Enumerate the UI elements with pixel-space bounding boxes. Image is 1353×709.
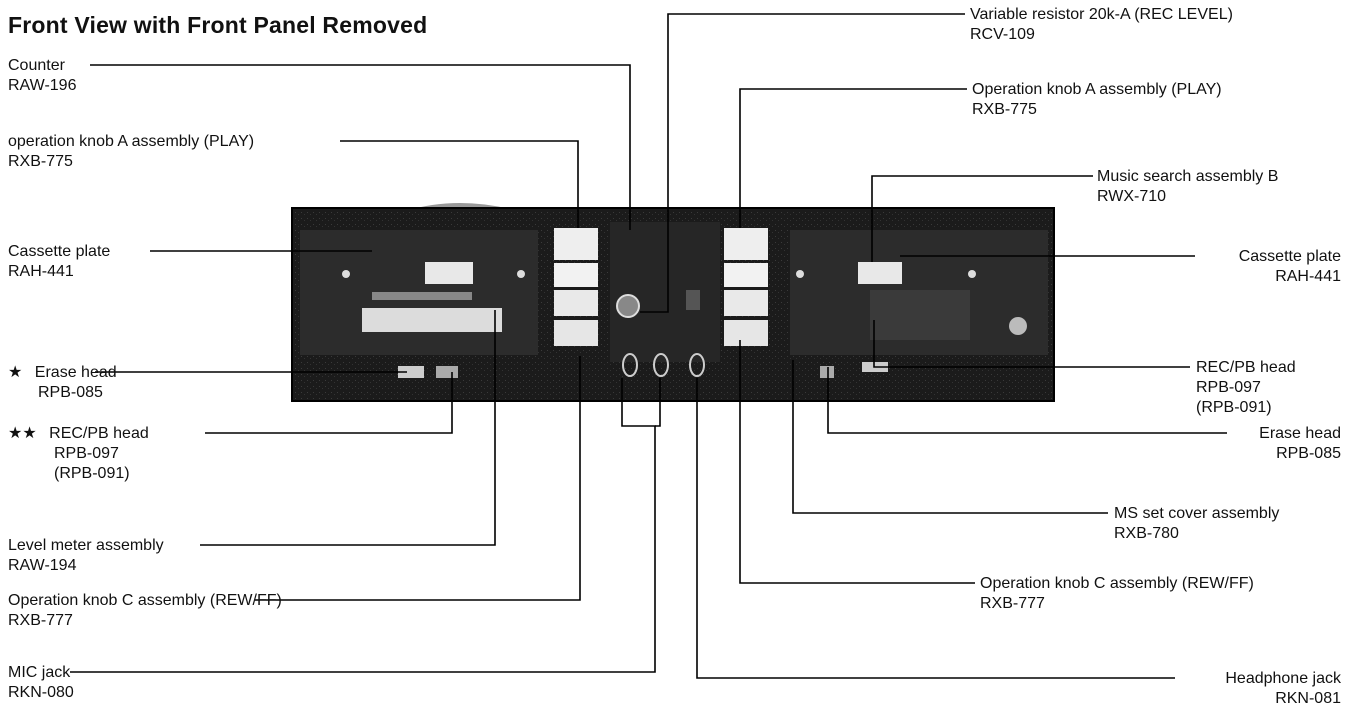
callout-name: REC/PB head: [49, 425, 149, 442]
part-number: RXB-780: [1114, 525, 1179, 542]
marker-star: ★★: [8, 425, 37, 442]
part-number: RCV-109: [970, 26, 1035, 43]
callout-name: Music search assembly B: [1097, 168, 1279, 185]
device-photo: [291, 202, 1055, 402]
callout-erase-head-right: Erase head RPB-085: [1259, 424, 1341, 464]
callout-counter: Counter RAW-196: [8, 56, 76, 96]
marker-star: ★: [8, 364, 23, 381]
part-number-alt: (RPB-091): [1196, 399, 1272, 416]
callout-recpb-head-left: ★★ REC/PB head RPB-097 (RPB-091): [8, 424, 149, 484]
callout-name: MIC jack: [8, 664, 71, 681]
callout-level-meter: Level meter assembly RAW-194: [8, 536, 164, 576]
callout-recpb-head-right: REC/PB head RPB-097 (RPB-091): [1196, 358, 1296, 418]
part-number: RPB-097: [1196, 379, 1261, 396]
callout-name: Cassette plate: [1238, 248, 1341, 265]
part-number: RAW-196: [8, 77, 77, 94]
callout-name: Cassette plate: [8, 243, 111, 260]
callout-name: Variable resistor 20k-A (REC LEVEL): [970, 6, 1233, 23]
part-number: RXB-775: [8, 153, 73, 170]
part-number-alt: (RPB-091): [54, 465, 130, 482]
callout-name: Erase head: [1259, 425, 1341, 442]
part-number: RAH-441: [8, 263, 74, 280]
callout-name: Operation knob C assembly (REW/FF): [980, 575, 1254, 592]
callout-ms-set-cover: MS set cover assembly RXB-780: [1114, 504, 1279, 544]
callout-name: Counter: [8, 57, 65, 74]
part-number: RKN-080: [8, 684, 74, 701]
callout-name: REC/PB head: [1196, 359, 1296, 376]
part-number: RPB-085: [1276, 445, 1341, 462]
callout-mic-jack: MIC jack RKN-080: [8, 663, 74, 703]
callout-music-search: Music search assembly B RWX-710: [1097, 167, 1278, 207]
callout-knob-a-left: operation knob A assembly (PLAY) RXB-775: [8, 132, 254, 172]
part-number: RXB-777: [8, 612, 73, 629]
part-number: RXB-775: [972, 101, 1037, 118]
callout-knob-c-right: Operation knob C assembly (REW/FF) RXB-7…: [980, 574, 1254, 614]
part-number: RWX-710: [1097, 188, 1167, 205]
part-number: RPB-085: [38, 384, 103, 401]
callout-erase-head-left: ★ Erase head RPB-085: [8, 363, 117, 403]
part-number: RAW-194: [8, 557, 77, 574]
callout-name: Headphone jack: [1225, 670, 1341, 687]
callout-cassette-plate-left: Cassette plate RAH-441: [8, 242, 110, 282]
part-number: RXB-777: [980, 595, 1045, 612]
callout-name: Erase head: [34, 364, 117, 381]
callout-knob-c-left: Operation knob C assembly (REW/FF) RXB-7…: [8, 591, 282, 631]
callout-headphone-jack: Headphone jack RKN-081: [1225, 669, 1341, 709]
callout-name: MS set cover assembly: [1114, 505, 1280, 522]
callout-name: Operation knob A assembly (PLAY): [972, 81, 1222, 98]
callout-name: operation knob A assembly (PLAY): [8, 133, 255, 150]
callout-name: Level meter assembly: [8, 537, 164, 554]
page-title: Front View with Front Panel Removed: [8, 12, 428, 38]
part-number: RKN-081: [1275, 690, 1341, 707]
part-number: RPB-097: [54, 445, 119, 462]
callout-var-resistor: Variable resistor 20k-A (REC LEVEL) RCV-…: [970, 5, 1233, 45]
part-number: RAH-441: [1275, 268, 1341, 285]
callout-name: Operation knob C assembly (REW/FF): [8, 592, 282, 609]
leader-lines: [70, 13, 1227, 679]
callout-knob-a-right: Operation knob A assembly (PLAY) RXB-775: [972, 80, 1222, 120]
callout-cassette-plate-right: Cassette plate RAH-441: [1239, 247, 1341, 287]
